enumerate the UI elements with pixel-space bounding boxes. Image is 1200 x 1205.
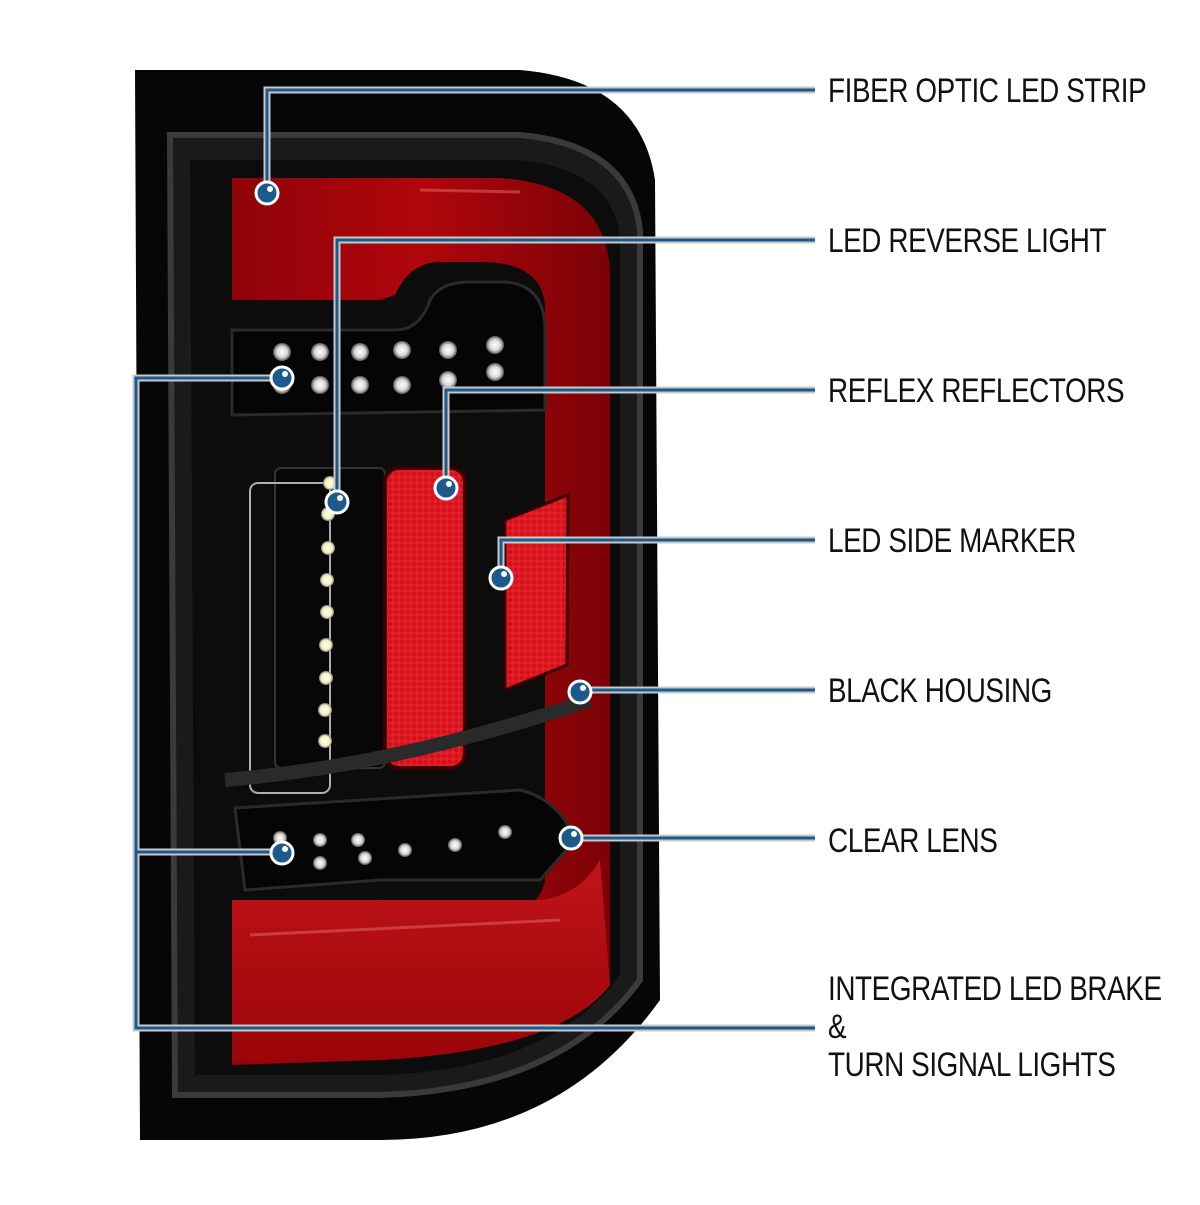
label-fiber-optic-led-strip: FIBER OPTIC LED STRIP <box>828 72 1147 110</box>
label-line-2: & <box>828 1008 847 1046</box>
marker-fiber-optic <box>254 180 280 206</box>
callout-line-reverse <box>335 238 815 500</box>
callout-line-brake <box>134 376 815 1030</box>
reflex-reflector <box>383 466 467 770</box>
label-line-3: TURN SIGNAL LIGHTS <box>828 1046 1116 1084</box>
label-reflex-reflectors: REFLEX REFLECTORS <box>828 372 1125 410</box>
callout-lines <box>132 86 815 1032</box>
side-marker-reflector <box>503 492 570 693</box>
upper-led-cluster <box>230 280 547 417</box>
marker-brake-lower <box>269 840 295 866</box>
callout-line-reflectors <box>444 388 815 488</box>
label-integrated-led-brake: INTEGRATED LED BRAKE & TURN SIGNAL LIGHT… <box>828 970 1162 1084</box>
marker-reverse <box>324 489 350 515</box>
brake-red-section <box>232 860 610 1063</box>
label-clear-lens: CLEAR LENS <box>828 822 998 860</box>
marker-brake-upper <box>269 365 295 391</box>
marker-side-marker <box>488 565 514 591</box>
callout-line-fiber-optic <box>265 88 815 193</box>
callout-line-side-marker <box>499 538 815 578</box>
marker-reflectors <box>433 475 459 501</box>
label-line-1: INTEGRATED LED BRAKE <box>828 970 1162 1008</box>
lower-led-array <box>273 825 512 870</box>
reverse-led-array <box>318 476 337 748</box>
marker-clear-lens <box>558 825 584 851</box>
label-led-side-marker: LED SIDE MARKER <box>828 522 1076 560</box>
callout-markers <box>254 180 593 866</box>
marker-housing <box>567 679 593 705</box>
label-led-reverse-light: LED REVERSE LIGHT <box>828 222 1107 260</box>
label-black-housing: BLACK HOUSING <box>828 672 1052 710</box>
